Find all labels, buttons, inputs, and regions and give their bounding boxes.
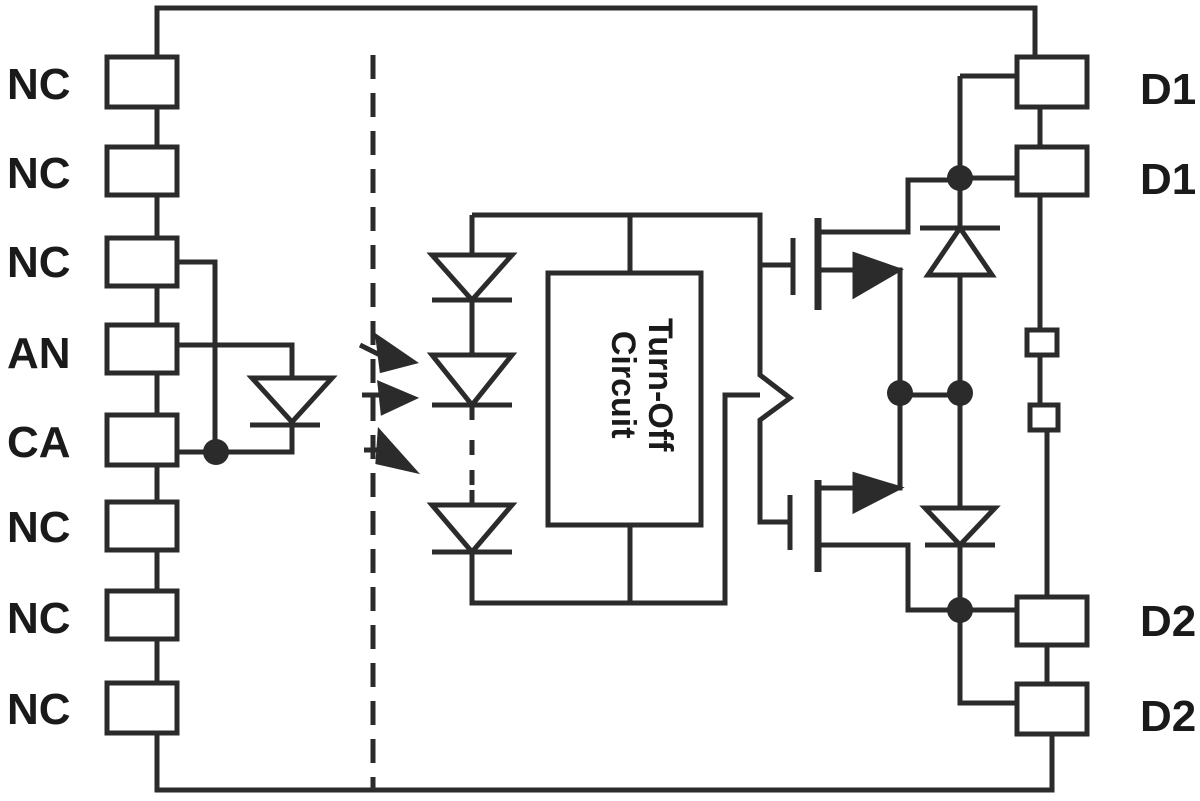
pin-pad-d1-b (1014, 144, 1090, 198)
pin-label-2: NC (7, 149, 71, 198)
turn-off-circuit-label: Turn-Off Circuit (603, 318, 679, 452)
pin-label-cathode: CA (7, 418, 71, 467)
pin-label-7: NC (7, 594, 71, 643)
junction-dot (947, 380, 973, 406)
pin-pad-d2-a (1014, 594, 1090, 648)
pin-pad-1 (104, 54, 180, 110)
turn-off-circuit-box (545, 215, 704, 603)
pin-pad-4 (104, 322, 180, 376)
junction-dots (203, 165, 973, 623)
pin-label-d2-a: D2 (1140, 597, 1197, 646)
pin-label-anode: AN (7, 329, 71, 378)
input-led (177, 259, 338, 455)
left-pin-pads (104, 54, 180, 736)
pin-label-1: NC (7, 60, 71, 109)
internal-connector-b (1027, 402, 1061, 433)
pin-pad-5 (104, 412, 180, 468)
pin-label-8: NC (7, 685, 71, 734)
package-outline (154, 5, 1055, 793)
pin-pad-7 (104, 588, 180, 642)
lower-mosfet (787, 395, 960, 613)
right-pin-pads (1014, 54, 1090, 737)
pin-label-d1-b: D1 (1140, 155, 1197, 204)
pin-label-3: NC (7, 238, 71, 287)
pin-pad-3 (104, 235, 180, 289)
photodiode-stack (426, 212, 795, 606)
junction-dot (203, 439, 229, 465)
junction-dot (947, 165, 973, 191)
upper-mosfet (760, 177, 960, 395)
pin-pad-d1-a (1014, 54, 1090, 110)
junction-dot (947, 597, 973, 623)
pin-label-d2-b: D2 (1140, 692, 1197, 741)
pin-pad-8 (104, 680, 180, 736)
pin-pad-2 (104, 144, 180, 198)
turn-off-circuit-line-1: Turn-Off (641, 318, 679, 452)
turn-off-circuit-line-2: Circuit (603, 330, 642, 439)
pin-label-d1-a: D1 (1140, 65, 1197, 114)
junction-dot (887, 380, 913, 406)
pin-label-6: NC (7, 503, 71, 552)
pin-pad-6 (104, 499, 180, 553)
pin-pad-d2-b (1014, 681, 1090, 737)
internal-connector-a (1024, 327, 1060, 358)
light-arrows (358, 332, 421, 475)
